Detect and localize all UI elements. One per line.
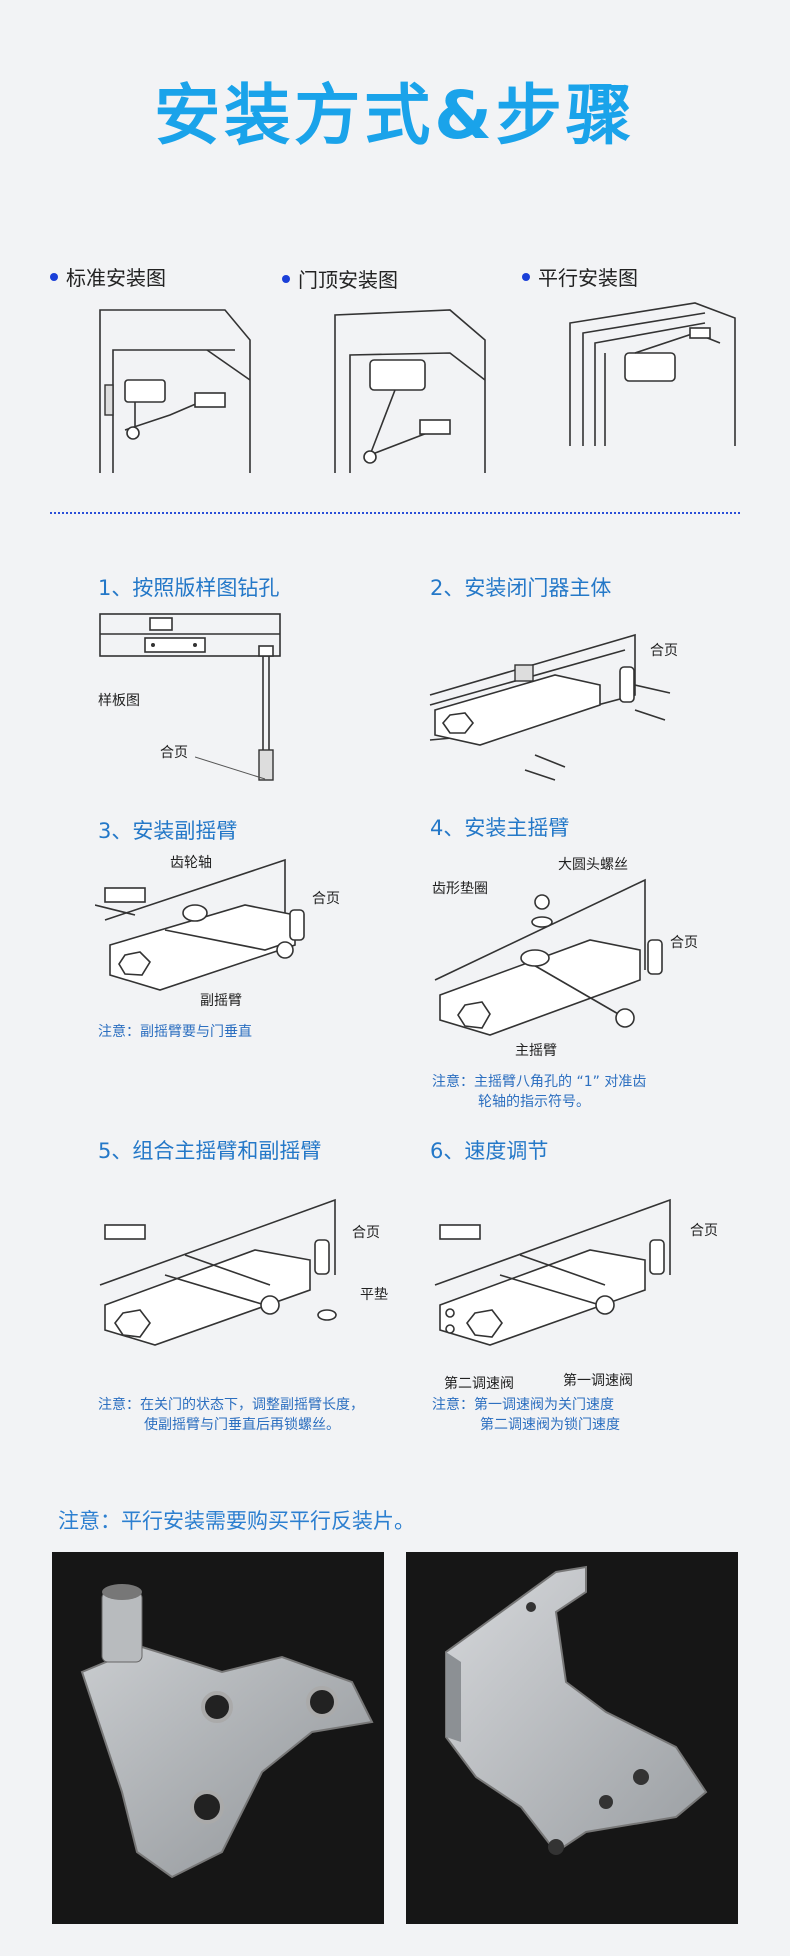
step-6-label-second-valve: 第二调速阀 xyxy=(444,1376,514,1392)
parallel-bracket-note: 注意：平行安装需要购买平行反装片。 xyxy=(58,1509,415,1533)
section-divider xyxy=(50,512,740,514)
step-1-label-hinge: 合页 xyxy=(160,745,188,761)
install-type-parallel: 平行安装图 xyxy=(522,262,638,291)
bracket-photo-2 xyxy=(406,1552,738,1924)
step-3-label-secondary-arm: 副摇臂 xyxy=(200,993,242,1009)
step-4-label-round-head-screw: 大圆头螺丝 xyxy=(558,857,628,873)
step-4-note-line-1: 注意：主摇臂八角孔的 “1” 对准齿 xyxy=(432,1074,647,1090)
install-type-label: 平行安装图 xyxy=(538,266,638,290)
step-4-title: 4、安装主摇臂 xyxy=(430,816,570,840)
step-6-note-line-2: 第二调速阀为锁门速度 xyxy=(480,1417,620,1433)
step-5-label-hinge: 合页 xyxy=(352,1225,380,1241)
step-1-title: 1、按照版样图钻孔 xyxy=(98,576,280,600)
step-4-label-hinge: 合页 xyxy=(670,935,698,951)
step-5-illustration xyxy=(99,1198,337,1346)
step-3-label-hinge: 合页 xyxy=(312,891,340,907)
page-title: 安装方式&步骤 xyxy=(154,77,636,154)
bullet-dot-icon xyxy=(522,272,530,281)
step-5-label-flat-washer: 平垫 xyxy=(360,1287,388,1303)
step-6-label-first-valve: 第一调速阀 xyxy=(563,1373,633,1389)
step-5-note-line-2: 使副摇臂与门垂直后再锁螺丝。 xyxy=(144,1417,340,1433)
step-1-illustration xyxy=(99,613,281,781)
bullet-dot-icon xyxy=(282,274,290,283)
step-6-label-hinge: 合页 xyxy=(690,1223,718,1239)
install-type-label: 门顶安装图 xyxy=(298,268,398,292)
step-3-note: 注意：副摇臂要与门垂直 xyxy=(98,1024,252,1040)
step-2-illustration xyxy=(429,633,671,781)
step-2-title: 2、安装闭门器主体 xyxy=(430,576,612,600)
step-1-leader-line xyxy=(195,756,266,780)
step-3-illustration xyxy=(95,858,305,991)
bullet-dot-icon xyxy=(50,272,58,281)
step-4-label-toothed-washer: 齿形垫圈 xyxy=(432,881,488,897)
step-6-illustration xyxy=(434,1198,671,1346)
bracket-image-2 xyxy=(445,1565,708,1855)
step-4-illustration xyxy=(434,878,663,1036)
bracket-photo-1 xyxy=(52,1552,384,1924)
install-type-door-top: 门顶安装图 xyxy=(282,264,398,293)
step-3-label-gear-shaft: 齿轮轴 xyxy=(170,855,212,871)
parallel-install-illustration xyxy=(569,302,736,446)
step-2-label-hinge: 合页 xyxy=(650,643,678,659)
install-type-standard: 标准安装图 xyxy=(50,262,166,291)
standard-install-illustration xyxy=(99,309,251,473)
step-3-title: 3、安装副摇臂 xyxy=(98,819,238,843)
step-1-label-template: 样板图 xyxy=(98,693,140,709)
step-6-title: 6、速度调节 xyxy=(430,1139,549,1163)
step-5-note-line-1: 注意：在关门的状态下，调整副摇臂长度， xyxy=(98,1397,364,1413)
step-4-label-main-arm: 主摇臂 xyxy=(515,1043,557,1059)
install-type-label: 标准安装图 xyxy=(66,266,166,290)
step-5-title: 5、组合主摇臂和副摇臂 xyxy=(98,1139,322,1163)
step-6-note-line-1: 注意：第一调速阀为关门速度 xyxy=(432,1397,614,1413)
door-top-install-illustration xyxy=(334,309,486,473)
step-4-note-line-2: 轮轴的指示符号。 xyxy=(478,1094,590,1110)
bracket-image-1 xyxy=(80,1584,374,1879)
